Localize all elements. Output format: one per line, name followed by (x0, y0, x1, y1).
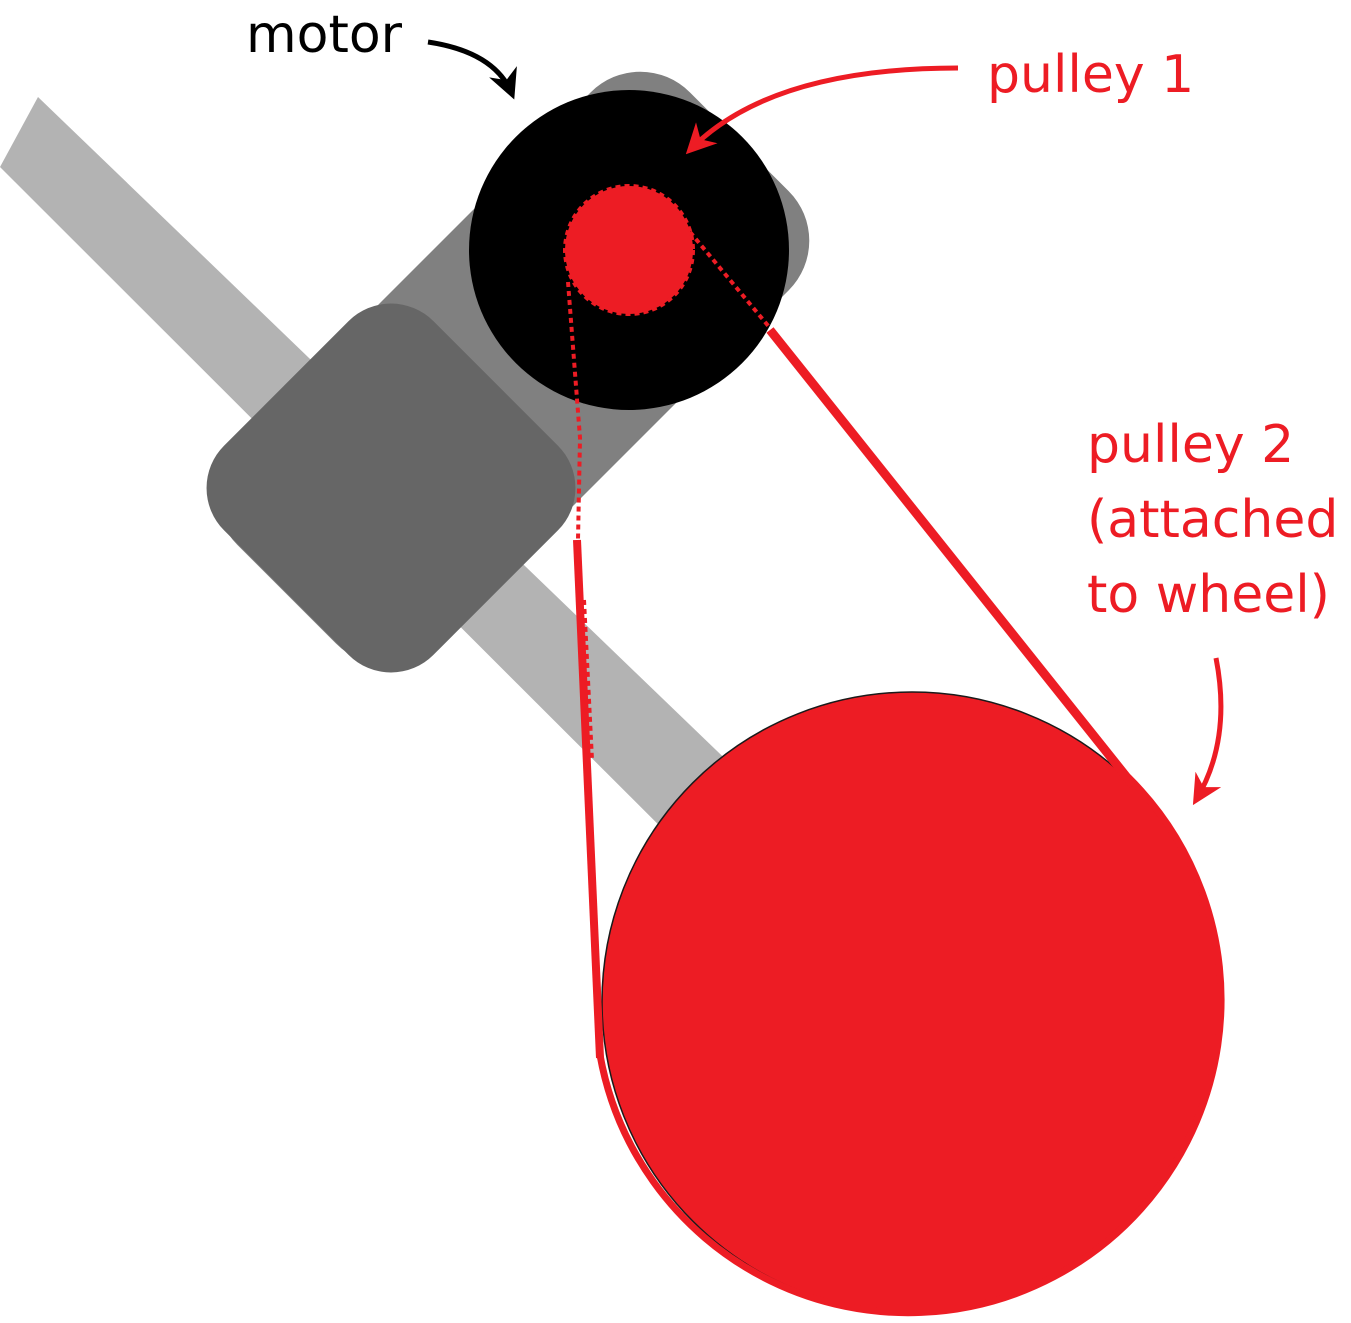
belt-hidden-left (566, 281, 583, 541)
pulley-2-label-line1: pulley 2 (1087, 415, 1294, 475)
belt-right-segment (766, 327, 1137, 788)
belt-hidden-right (688, 230, 772, 330)
pulley-2-label-line2: (attached (1087, 490, 1338, 550)
pulley-1 (563, 184, 695, 316)
belt-left-segment (573, 539, 604, 1059)
motor-arrow (427, 39, 517, 100)
belt-wheel-arc (596, 774, 1225, 1317)
motor-mount-block (206, 303, 576, 673)
motor-label: motor (246, 5, 403, 65)
pulley-1-arrow (685, 65, 959, 155)
pulley-2-arrow (1192, 657, 1224, 806)
pulley-1-label: pulley 1 (987, 45, 1194, 105)
pulley-2-label-line3: to wheel) (1087, 565, 1330, 625)
